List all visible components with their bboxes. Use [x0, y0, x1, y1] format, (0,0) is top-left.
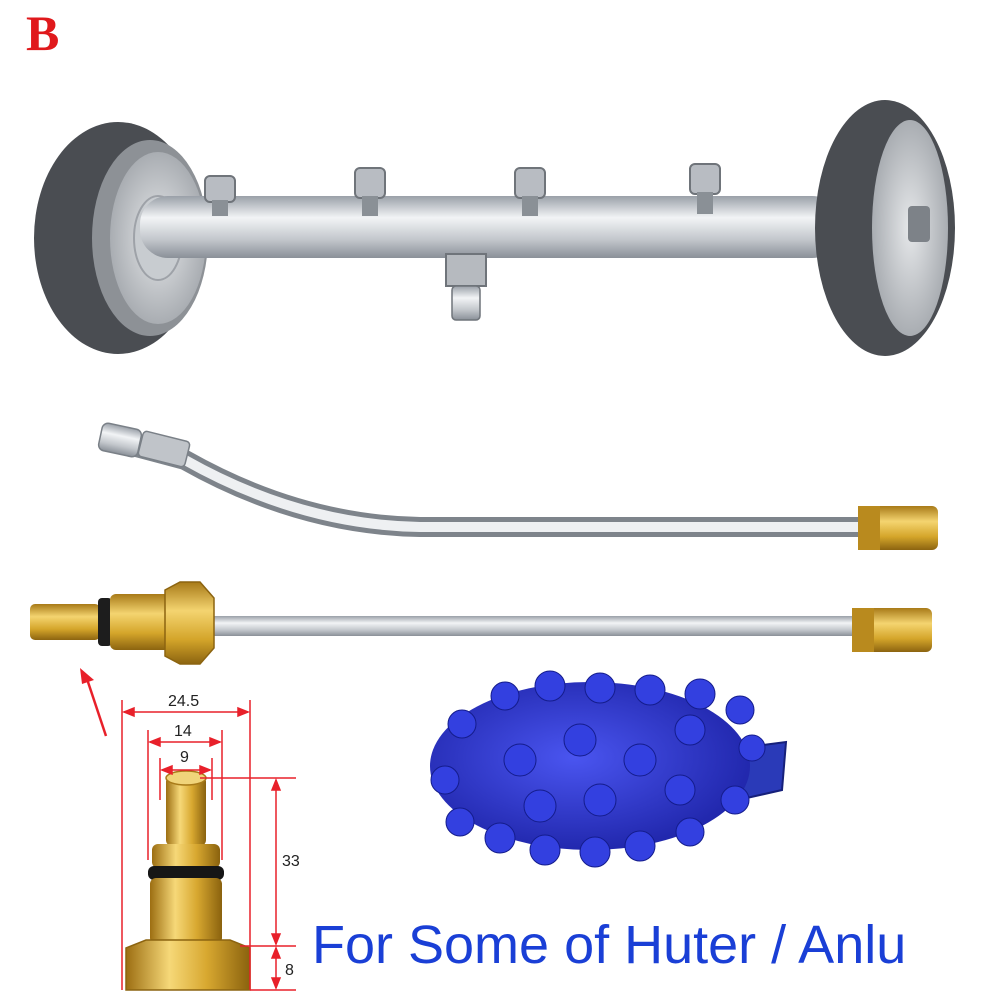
wash-mitt-icon	[430, 670, 788, 868]
undercarriage-cleaner-icon	[34, 100, 955, 356]
dimension-lines	[121, 700, 296, 991]
dim-height-base: 8	[285, 962, 294, 979]
product-caption: For Some of Huter / Anlu	[312, 915, 907, 975]
pointer-arrow	[80, 668, 108, 737]
dim-width-inner: 9	[180, 749, 189, 766]
dim-height-main: 33	[282, 853, 300, 870]
straight-wand-icon	[30, 581, 932, 665]
variant-label: B	[26, 5, 60, 61]
bent-wand-icon	[97, 422, 938, 550]
dim-width-outer: 24.5	[168, 693, 199, 710]
adapter-fitting-icon	[125, 770, 251, 991]
dim-width-mid: 14	[174, 723, 192, 740]
dimension-labels: 24.5 14 9 33 8	[168, 693, 300, 979]
